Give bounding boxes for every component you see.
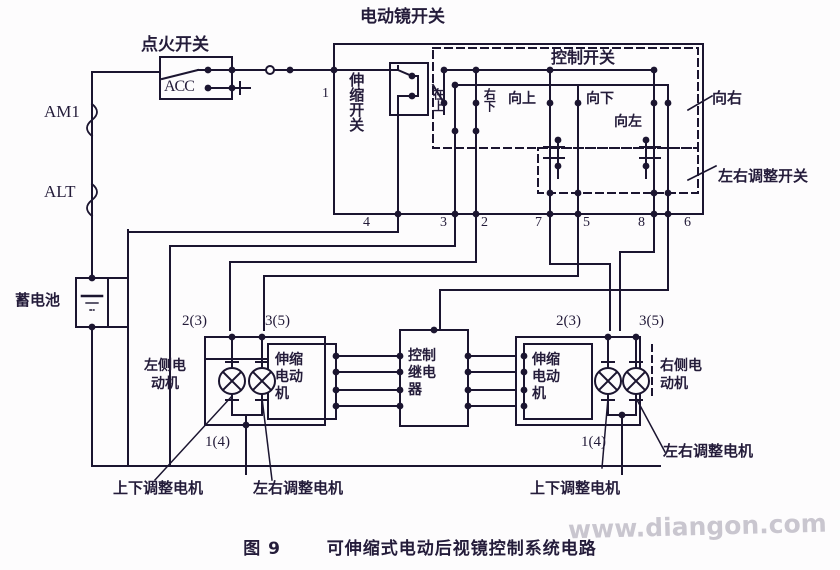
left-retract-motor-label: 伸缩电动机 [275, 352, 303, 403]
terminal-6: 6 [684, 215, 691, 230]
terminal-8: 8 [638, 215, 645, 230]
left-pin-14: 1(4) [205, 434, 230, 450]
right-updown-motor-callout: 上下调整电机 [530, 479, 621, 497]
figure-title: 可伸缩式电动后视镜控制系统电路 [326, 539, 597, 559]
right-pin-23: 2(3) [556, 313, 581, 329]
terminal-3: 3 [440, 215, 447, 230]
retract-switch-label: 伸缩开关 [347, 72, 366, 132]
lr-adjust-switch-label: 左右调整开关 [718, 167, 809, 185]
direction-right-label: 向右 [712, 89, 743, 107]
left-motor-label: 左侧电动机 [144, 358, 186, 392]
left-pin-23: 2(3) [182, 313, 207, 329]
direction-up-left-label: 在上 [431, 88, 446, 112]
direction-down-right-label: 右下 [482, 88, 497, 112]
junction-dots [88, 66, 672, 429]
left-updown-motor-callout: 上下调整电机 [113, 479, 204, 497]
terminal-2: 2 [481, 215, 488, 230]
ignition-switch-label: 点火开关 [141, 35, 209, 55]
right-pin-35: 3(5) [639, 313, 664, 329]
right-leftright-motor-callout: 左右调整电机 [663, 442, 754, 460]
direction-down-label: 向下 [586, 91, 614, 107]
right-retract-motor-label: 伸缩电动机 [532, 352, 560, 403]
fuse-alt-label: ALT [44, 182, 76, 201]
figure-number: 图 9 [243, 539, 281, 559]
battery-label: 蓄电池 [15, 291, 61, 309]
fuse-am1-label: AM1 [44, 102, 80, 121]
left-pin-35: 3(5) [265, 313, 290, 329]
terminal-5: 5 [583, 215, 590, 230]
left-leftright-motor-callout: 左右调整电机 [253, 479, 344, 497]
ignition-acc-label: ACC [164, 78, 195, 95]
terminal-7: 7 [535, 215, 542, 230]
right-pin-14: 1(4) [581, 434, 606, 450]
control-switch-label: 控制开关 [551, 48, 616, 67]
power-mirror-switch-title: 电动镜开关 [360, 7, 445, 27]
control-relay-label: 控制继电器 [408, 348, 436, 399]
direction-up-label: 向上 [508, 91, 536, 107]
figure-caption: 图 9 可伸缩式电动后视镜控制系统电路 [0, 534, 840, 559]
right-motor-label: 右侧电动机 [660, 358, 702, 392]
terminal-4: 4 [363, 215, 370, 230]
direction-left-label: 向左 [614, 114, 642, 130]
terminal-1: 1 [322, 86, 329, 101]
